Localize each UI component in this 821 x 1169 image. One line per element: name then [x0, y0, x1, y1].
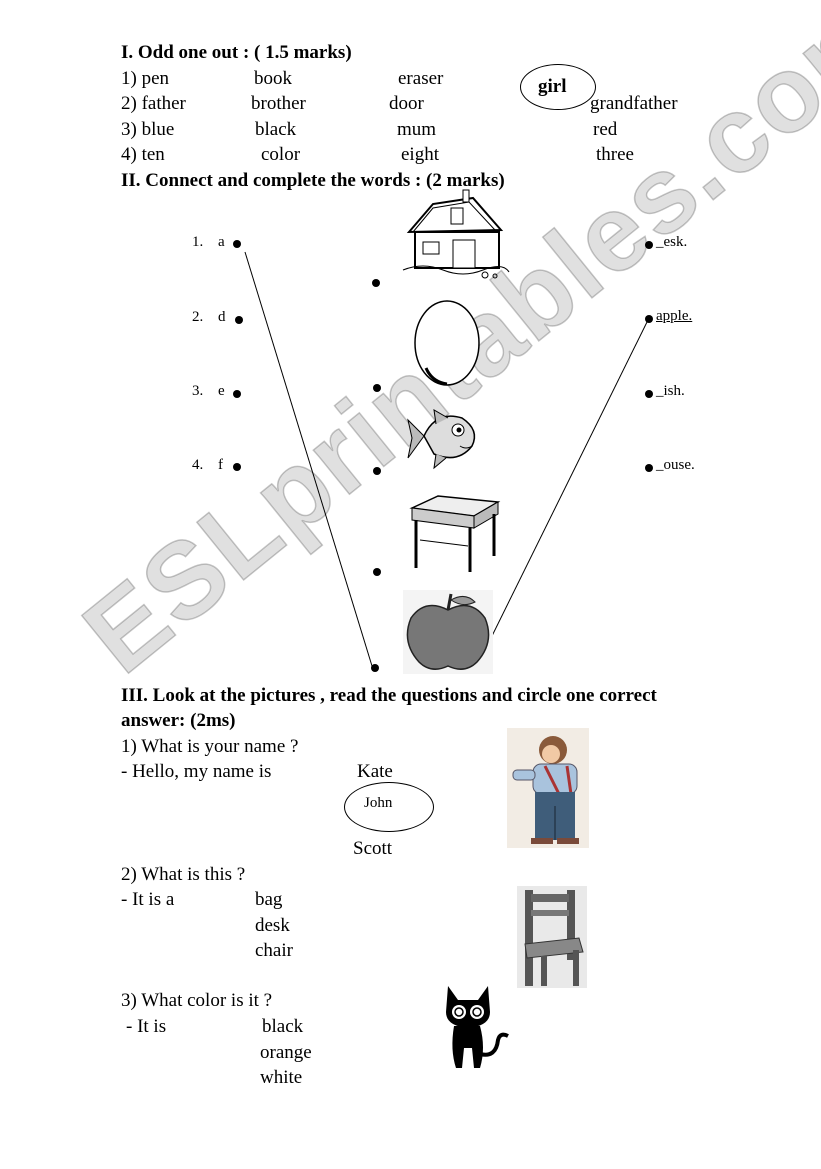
fish-image: [407, 409, 476, 470]
middle-dot-3[interactable]: [373, 467, 381, 475]
middle-dot-1[interactable]: [372, 279, 380, 287]
boy-image: [507, 728, 589, 848]
left-dot-1[interactable]: [233, 240, 241, 248]
apple-image: [403, 590, 493, 674]
odd-row3-word3: mum: [397, 119, 437, 140]
right-dot-4[interactable]: [645, 464, 653, 472]
q1-option-kate: Kate: [357, 761, 393, 782]
line-a-apple: [244, 251, 373, 667]
left-letter-3: e: [218, 383, 225, 399]
odd-row3-word4: red: [593, 119, 618, 140]
odd-row1-word3: eraser: [398, 68, 444, 89]
house-image: [402, 189, 510, 279]
q2-question: 2) What is this ?: [121, 864, 246, 885]
left-num-3: 3.: [192, 383, 204, 399]
answer-circle-girl: [520, 64, 596, 110]
odd-row2-word1: 2) father: [121, 93, 186, 114]
q2-option-desk: desk: [255, 915, 290, 936]
right-word-2: apple.: [656, 308, 693, 324]
right-word-1: _esk.: [656, 234, 688, 250]
q3-prompt: - It is: [126, 1016, 167, 1037]
q1-option-scott: Scott: [353, 838, 393, 859]
odd-row4-word1: 4) ten: [121, 144, 165, 165]
q3-option-white: white: [260, 1067, 303, 1088]
q2-option-bag: bag: [255, 889, 283, 910]
right-word-3: _ish.: [656, 383, 685, 399]
section2-title: II. Connect and complete the words : (2 …: [121, 170, 505, 191]
odd-row3-word2: black: [255, 119, 297, 140]
left-letter-2: d: [218, 309, 226, 325]
section3-title: III. Look at the pictures , read the que…: [121, 685, 657, 706]
left-num-1: 1.: [192, 234, 204, 250]
chair-image: [517, 886, 587, 988]
q3-option-orange: orange: [260, 1042, 312, 1063]
egg-image: [414, 300, 480, 386]
q1-option-john: John: [364, 795, 393, 811]
left-dot-3[interactable]: [233, 390, 241, 398]
middle-dot-4[interactable]: [373, 568, 381, 576]
desk-image: [409, 495, 501, 572]
q1-prompt: - Hello, my name is: [121, 761, 272, 782]
q2-option-chair: chair: [255, 940, 293, 961]
odd-row3-word1: 3) blue: [121, 119, 175, 140]
right-dot-2[interactable]: [645, 315, 653, 323]
right-dot-3[interactable]: [645, 390, 653, 398]
section3-title-line2: answer: (2ms): [121, 710, 236, 731]
left-letter-1: a: [218, 234, 225, 250]
odd-row4-word4: three: [596, 144, 634, 165]
left-letter-4: f: [218, 457, 223, 473]
odd-row2-word3: door: [389, 93, 424, 114]
left-dot-2[interactable]: [235, 316, 243, 324]
right-word-4: _ouse.: [656, 457, 695, 473]
right-dot-1[interactable]: [645, 241, 653, 249]
answer-circle-john: [344, 782, 434, 832]
left-num-4: 4.: [192, 457, 204, 473]
section1-title: I. Odd one out : ( 1.5 marks): [121, 42, 352, 63]
q1-question: 1) What is your name ?: [121, 736, 299, 757]
line-apple-right: [489, 319, 649, 641]
odd-row1-word2: book: [254, 68, 292, 89]
left-num-2: 2.: [192, 309, 204, 325]
odd-row2-word4: grandfather: [590, 93, 678, 114]
q2-prompt: - It is a: [121, 889, 175, 910]
middle-dot-5[interactable]: [371, 664, 379, 672]
q3-option-black: black: [262, 1016, 304, 1037]
odd-row4-word3: eight: [401, 144, 439, 165]
q3-question: 3) What color is it ?: [121, 990, 273, 1011]
odd-row2-word2: brother: [251, 93, 306, 114]
left-dot-4[interactable]: [233, 463, 241, 471]
odd-row1-word4: girl: [538, 76, 567, 97]
odd-row4-word2: color: [261, 144, 301, 165]
odd-row1-word1: 1) pen: [121, 68, 170, 89]
middle-dot-2[interactable]: [373, 384, 381, 392]
cat-image: [446, 986, 509, 1068]
